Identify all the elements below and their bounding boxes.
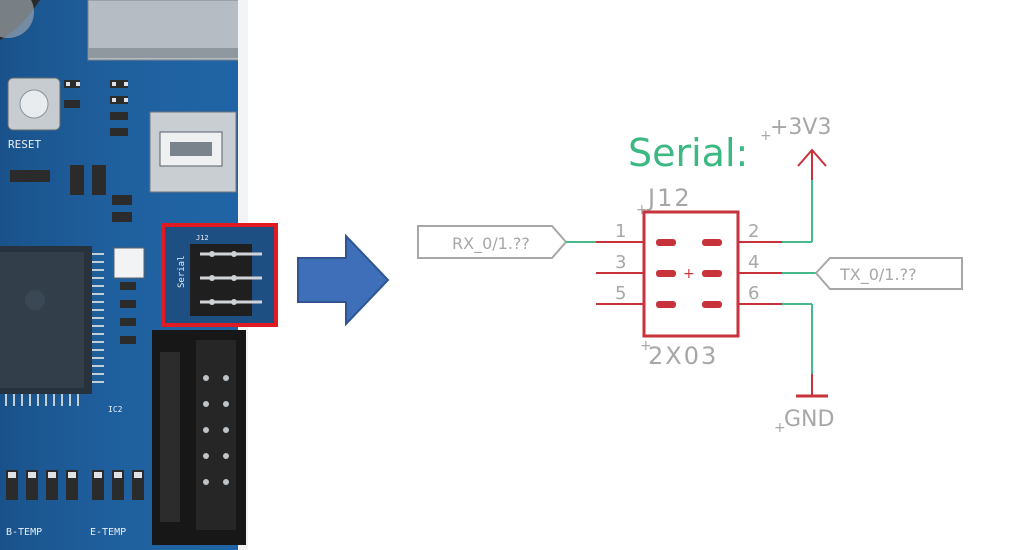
idc-connector — [152, 330, 246, 545]
header-ref-label: J12 — [196, 234, 209, 242]
svg-text:+: + — [774, 420, 786, 436]
board-photo: RESET — [0, 0, 278, 550]
pin-number-3: 3 — [615, 252, 626, 273]
svg-text:+: + — [640, 338, 652, 354]
capacitor — [0, 0, 34, 38]
right-arrow-icon — [297, 233, 390, 327]
rx-net-label — [417, 225, 568, 259]
power-label: +3V3 — [770, 115, 831, 140]
pin-number-4: 4 — [748, 252, 759, 273]
tx-label-text: TX_0/1.?? — [839, 265, 917, 285]
pin-number-6: 6 — [748, 283, 759, 304]
pin-number-5: 5 — [615, 283, 626, 304]
reset-label: RESET — [8, 138, 41, 151]
ground-label: GND — [784, 407, 834, 432]
part-name: J12 — [646, 184, 692, 212]
part-value: 2X03 — [648, 342, 718, 370]
svg-text:+: + — [760, 128, 772, 144]
bottom-label-1: B-TEMP — [6, 527, 42, 538]
svg-text:+: + — [636, 202, 648, 218]
svg-text:+: + — [683, 266, 695, 282]
header-silk-label: Serial — [177, 255, 187, 288]
pin-pads — [656, 239, 722, 308]
pin-number-2: 2 — [748, 221, 759, 242]
schematic: Serial: +3V3 + J12 + + 1 3 5 — [417, 115, 963, 436]
highlight-box — [161, 223, 278, 327]
power-arrow-icon — [797, 148, 827, 180]
ic-label: IC2 — [108, 405, 123, 414]
crystal — [113, 247, 145, 279]
pin-lines — [596, 241, 782, 305]
smd-components — [10, 80, 136, 344]
ground-bar-icon — [796, 374, 828, 398]
schematic-title: Serial: — [628, 131, 748, 175]
pin-header — [190, 244, 262, 316]
pin-number-1: 1 — [615, 221, 626, 242]
tx-net-label — [814, 257, 963, 290]
rx-label-text: RX_0/1.?? — [452, 234, 530, 254]
bottom-label-2: E-TEMP — [90, 527, 126, 538]
